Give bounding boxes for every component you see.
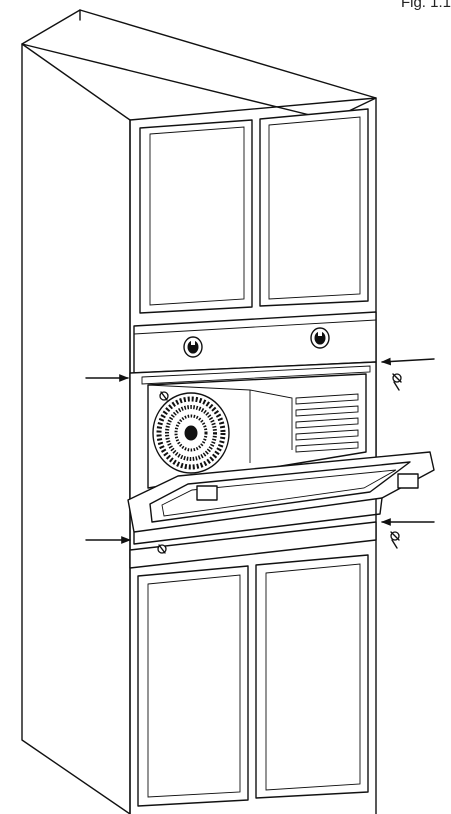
vent-strip bbox=[141, 365, 371, 385]
arrow-icon bbox=[381, 357, 435, 366]
screw-icon bbox=[390, 531, 400, 549]
oven-shelves bbox=[295, 393, 359, 453]
knob-icon bbox=[310, 327, 330, 349]
upper-doors bbox=[139, 108, 369, 314]
door-hinge-block bbox=[397, 473, 419, 489]
oven-shelf bbox=[295, 441, 359, 453]
cabinet-side-panel bbox=[21, 43, 131, 814]
oven-door-open bbox=[127, 451, 435, 545]
door-glass bbox=[149, 461, 411, 523]
oven-control-panel bbox=[133, 311, 377, 374]
door-inner-glass bbox=[161, 469, 397, 517]
cavity-back-edges bbox=[147, 384, 293, 450]
upper-left-door bbox=[139, 119, 253, 314]
door-bottom-edge bbox=[133, 497, 383, 545]
lower-right-door-panel bbox=[265, 563, 361, 791]
upper-right-door-panel bbox=[268, 116, 361, 300]
upper-left-door-panel bbox=[149, 126, 245, 306]
figure-label: Fig. 1.1 bbox=[400, 0, 451, 11]
screw-icon bbox=[157, 544, 167, 554]
lower-right-door bbox=[255, 554, 369, 799]
knob-icon bbox=[183, 336, 203, 358]
lower-doors bbox=[129, 521, 377, 807]
lower-left-door-panel bbox=[147, 574, 241, 798]
lower-left-door bbox=[137, 565, 249, 807]
screw-icon bbox=[392, 373, 402, 391]
door-hinge-block bbox=[196, 485, 218, 501]
upper-right-door bbox=[259, 108, 369, 307]
control-panel-top-line bbox=[133, 319, 377, 335]
oven-shelf bbox=[295, 429, 359, 441]
cabinet bbox=[21, 9, 377, 814]
oven-shelf bbox=[295, 417, 359, 429]
cabinet-front-top-edge bbox=[129, 97, 377, 814]
fan-icon bbox=[152, 392, 230, 474]
oven-shelf bbox=[295, 393, 359, 405]
oven-shelf bbox=[295, 405, 359, 417]
screw-icon bbox=[159, 391, 169, 401]
lower-face-rail bbox=[129, 521, 377, 569]
